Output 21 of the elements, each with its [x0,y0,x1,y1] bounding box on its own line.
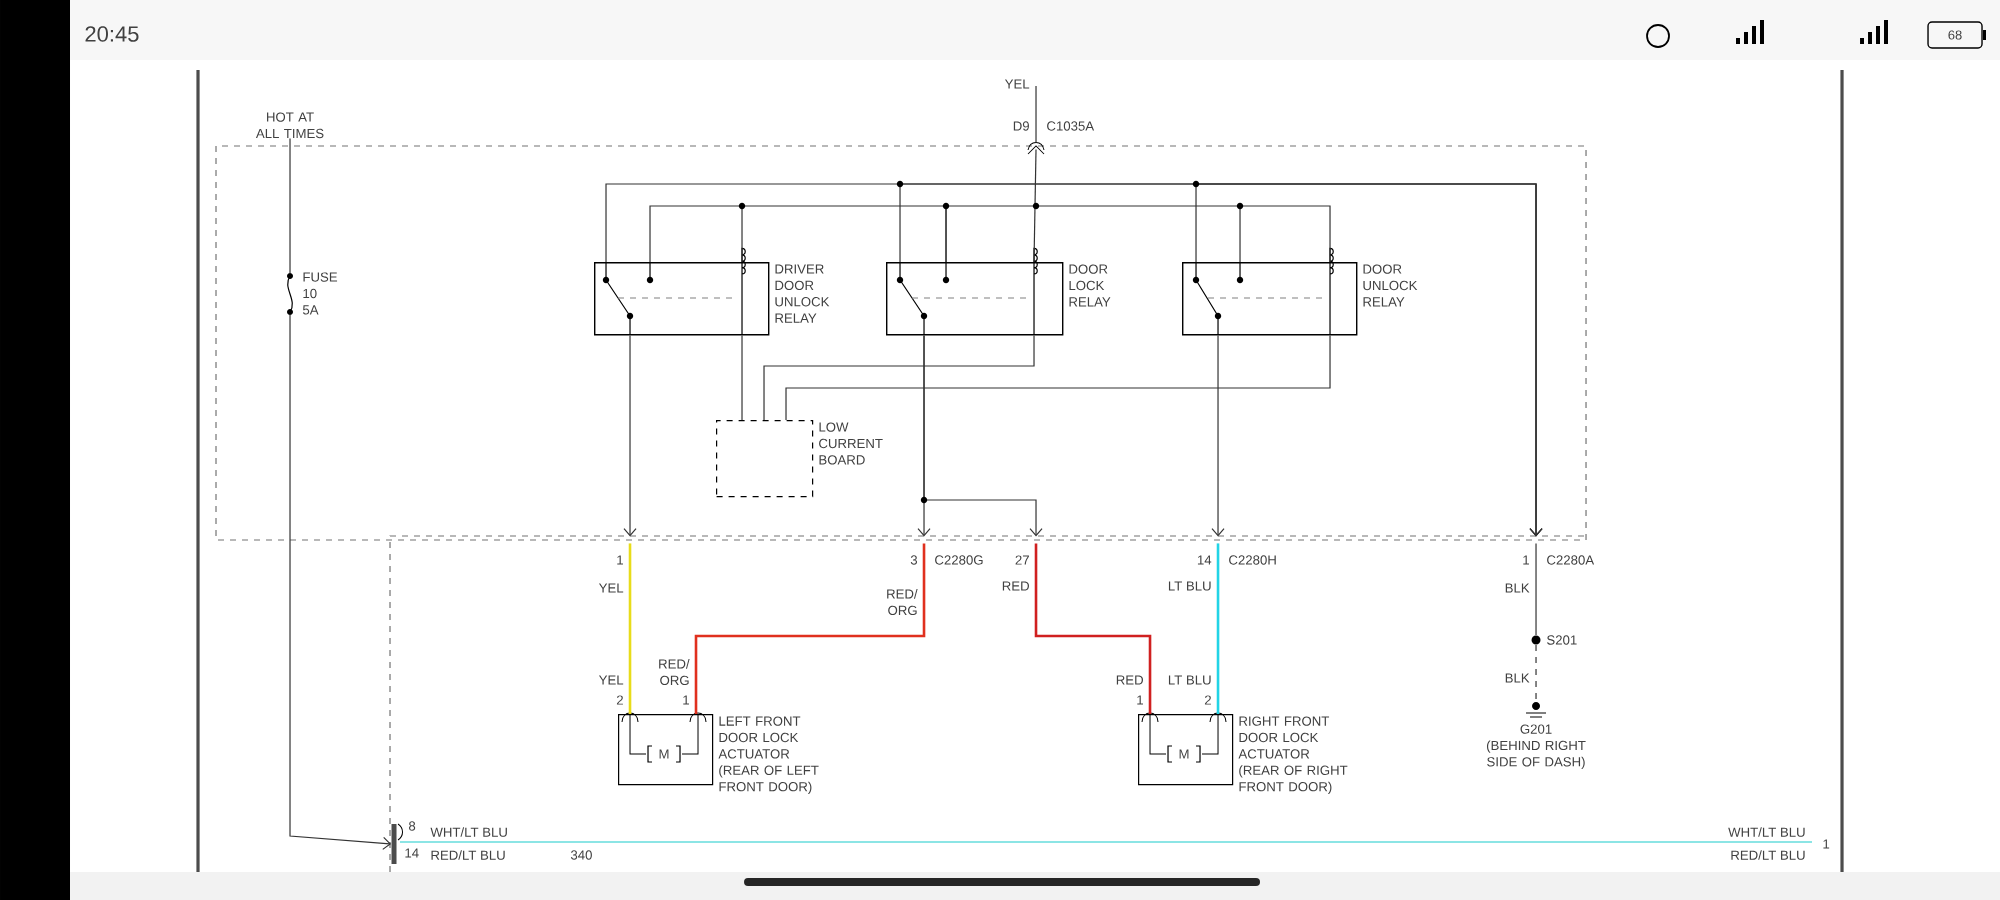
wire [923,334,1043,537]
wire [1216,543,1220,714]
wire [1535,542,1537,636]
wire [623,334,637,537]
status-time: 20:45 [85,26,139,42]
wire [1535,644,1537,704]
wire [1033,148,1037,263]
wire [289,313,392,850]
wire [1211,334,1225,537]
wire [649,205,947,263]
wire [785,334,1331,421]
wire [945,205,1331,263]
wire [741,334,743,421]
wire [694,543,926,714]
wire [628,543,632,714]
wire [1035,85,1037,144]
wire [1195,183,1543,537]
wire [1034,543,1152,714]
wire [763,334,1035,421]
wire [289,137,291,275]
connector-bar [391,824,397,864]
